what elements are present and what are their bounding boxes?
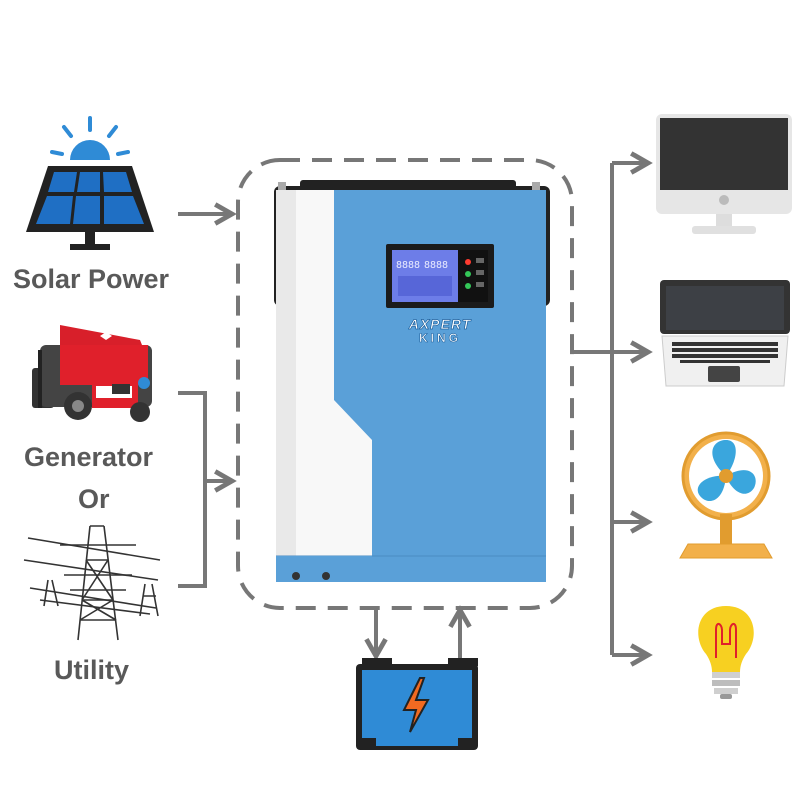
light-bulb-icon [698, 606, 754, 699]
brand-line-1: AXPERT [408, 316, 472, 332]
monitor-icon [656, 114, 792, 234]
inverter-unit [274, 180, 550, 582]
lcd-readout-left: 8888 [396, 260, 420, 271]
inverter-dashed-border [236, 158, 574, 610]
brand-line-2: KING [419, 331, 461, 345]
or-label: Or [78, 484, 110, 514]
utility-label: Utility [54, 655, 130, 685]
lightning-bolt-icon [402, 677, 430, 733]
lcd-readout-right: 8888 [424, 260, 448, 271]
utility-tower-icon [23, 525, 161, 641]
fan-icon [679, 431, 773, 559]
solar-power-label: Solar Power [13, 264, 170, 294]
generator-utility-bracket [178, 391, 207, 588]
generator-label: Generator [24, 442, 154, 472]
battery-icon [356, 658, 478, 750]
generator-icon [32, 325, 152, 422]
laptop-icon [660, 280, 790, 387]
solar-panel-icon [26, 116, 154, 250]
